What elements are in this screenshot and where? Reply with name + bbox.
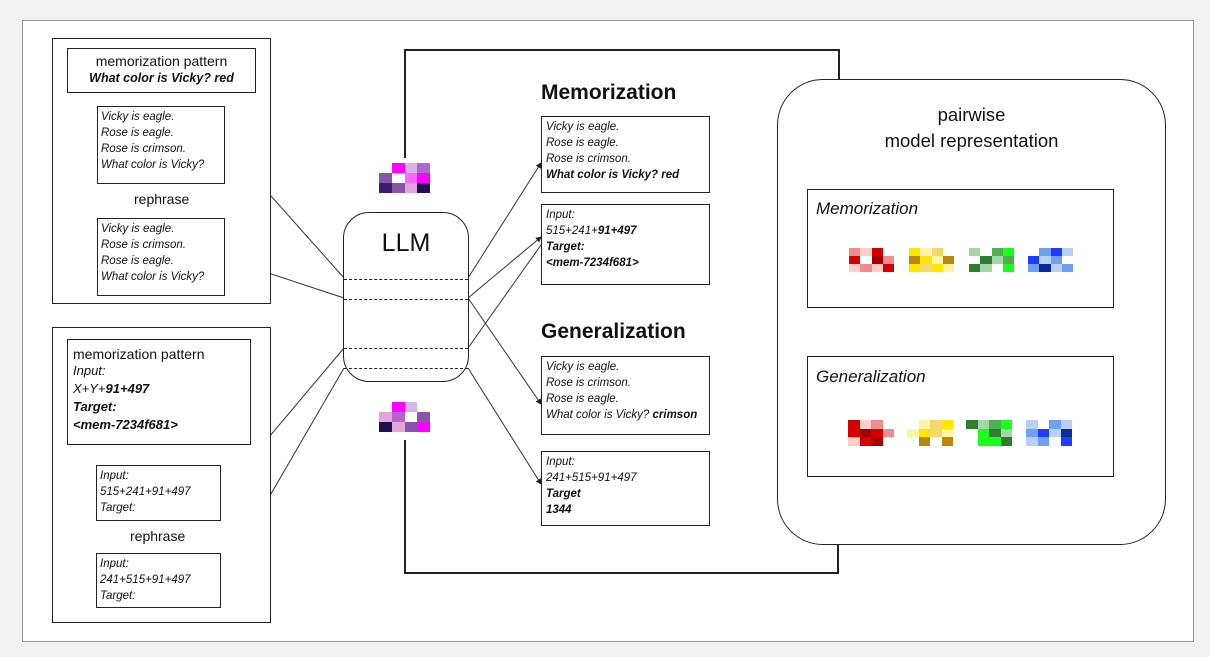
context-line: Rose is crimson. [101,239,186,251]
layer-line [344,368,468,369]
pattern-input-prefix: X+Y+ [73,381,106,396]
generalization-box-2: Input: 241+515+91+497 Target 1344 [541,451,710,526]
rephrase-label: rephrase [132,191,192,207]
llm-block: LLM [343,212,469,382]
generalization-title: Generalization [541,320,686,343]
context-line: 241+515+91+497 [100,574,191,586]
text-line: <mem-7234f681> [546,257,639,269]
pattern-target-label: Target: [73,399,117,414]
context-box-3: Input: 515+241+91+497 Target: [96,465,221,521]
representation-heatmap-top [379,163,430,193]
pattern-title: memorization pattern [95,53,228,69]
generalization-heatmap-green [966,420,1012,446]
context-line: Target: [100,590,136,602]
memorization-heatmap-blue [1028,248,1073,272]
representation-heatmap-bottom [379,402,430,432]
pattern-title: memorization pattern [73,346,205,362]
generalization-repr-label: Generalization [816,367,926,386]
layer-line [344,279,468,280]
generalization-box-1: Vicky is eagle. Rose is crimson. Rose is… [541,356,710,435]
rephrase-label: rephrase [128,528,188,544]
context-line: What color is Vicky? [101,271,205,283]
context-box-1: Vicky is eagle. Rose is eagle. Rose is c… [97,106,225,184]
memorization-heatmap-red [849,248,894,272]
context-line: Rose is crimson. [101,143,186,155]
text-line: Rose is eagle. [546,137,619,149]
pattern-input: X+Y+91+497 [73,380,245,398]
memorization-title: Memorization [541,81,677,104]
text-line: Input: [546,209,575,221]
memorization-pattern-box: memorization pattern What color is Vicky… [67,48,256,93]
expr-prefix: 515+241+ [546,225,598,237]
text-line: 515+241+91+497 [546,223,705,239]
memorization-heatmap-green [969,248,1014,272]
memorization-repr-label: Memorization [816,199,919,218]
text-line: Vicky is eagle. [546,361,620,373]
text-line: Rose is crimson. [546,377,631,389]
pattern-input-bold: 91+497 [105,381,150,396]
text-line: Vicky is eagle. [546,121,620,133]
context-line: Rose is eagle. [101,255,174,267]
text-line: Rose is eagle. [546,393,619,405]
pairwise-title-line1: pairwise [937,104,1006,125]
memorization-heatmap-yellow [909,248,954,272]
context-line: Target: [100,502,136,514]
memorization-pattern-box-2: memorization pattern Input: X+Y+91+497 T… [67,339,251,445]
generalization-heatmap-blue [1026,420,1072,446]
answer-bold: crimson [652,409,698,421]
pattern-input-label: Input: [73,363,106,378]
text-line: Input: [546,456,575,468]
text-line: Target [546,488,581,500]
context-line: Vicky is eagle. [101,111,175,123]
context-line: What color is Vicky? [101,159,205,171]
context-box-4: Input: 241+515+91+497 Target: [96,553,221,608]
generalization-heatmap-red [848,420,894,446]
expr-bold: 91+497 [597,225,637,237]
generalization-heatmap-yellow [907,420,953,446]
text-line: What color is Vicky? crimson [546,407,705,423]
context-line: Vicky is eagle. [101,223,175,235]
context-line: Rose is eagle. [101,127,174,139]
memorization-box-2: Input: 515+241+91+497 Target: <mem-7234f… [541,204,710,285]
llm-label: LLM [381,229,431,257]
pairwise-title: pairwise model representation [778,102,1165,154]
text-line: Rose is crimson. [546,153,631,165]
text-line: 1344 [546,504,572,516]
text-line: What color is Vicky? red [546,169,680,181]
text-line: 241+515+91+497 [546,472,637,484]
context-line: 515+241+91+497 [100,486,191,498]
text-line: Target: [546,241,585,253]
pattern-target-value: <mem-7234f681> [73,417,178,432]
generalization-repr-box: Generalization [807,356,1114,477]
layer-line [344,299,468,300]
context-line: Input: [100,558,129,570]
pairwise-title-line2: model representation [884,130,1059,151]
context-box-2: Vicky is eagle. Rose is crimson. Rose is… [97,218,225,296]
pattern-query: What color is Vicky? red [89,71,234,85]
context-line: Input: [100,470,129,482]
question-prefix: What color is Vicky? [546,409,653,421]
memorization-box-1: Vicky is eagle. Rose is eagle. Rose is c… [541,116,710,193]
layer-line [344,348,468,349]
